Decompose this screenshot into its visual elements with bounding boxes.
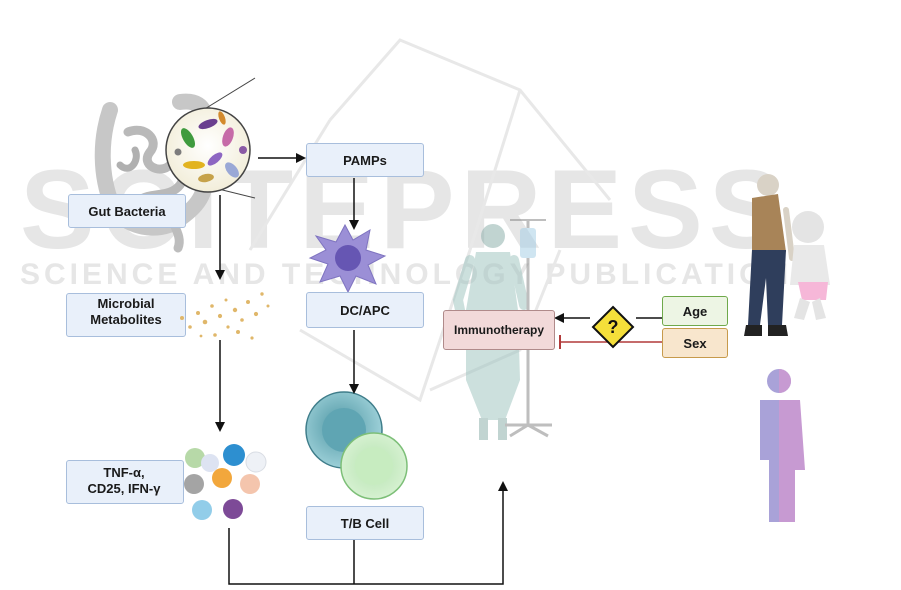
- microbial-metabolites-line1: Microbial: [70, 296, 182, 312]
- gut-bacteria-box: Gut Bacteria: [68, 194, 186, 228]
- age-box: Age: [662, 296, 728, 326]
- microbial-metabolites-line2: Metabolites: [70, 312, 182, 328]
- pamps-box: PAMPs: [306, 143, 424, 177]
- t-b-cell-icon: [306, 392, 407, 499]
- cytokines-label: TNF-α, CD25, IFN-γ: [64, 465, 184, 497]
- immunotherapy-box: Immunotherapy: [443, 310, 555, 350]
- baby-icon: [790, 211, 830, 320]
- connector-lines: [220, 158, 662, 584]
- cytokines-line2: CD25, IFN-γ: [64, 481, 184, 497]
- watermark-book-outline: [250, 40, 610, 400]
- gender-figure-icon: [756, 369, 805, 522]
- dc-apc-box: DC/APC: [306, 292, 424, 328]
- metabolite-particles: [180, 292, 270, 339]
- sex-box: Sex: [662, 328, 728, 358]
- question-mark-label: ?: [603, 315, 623, 339]
- microbial-metabolites-label: Microbial Metabolites: [70, 296, 182, 328]
- cytokines-line1: TNF-α,: [64, 465, 184, 481]
- dendritic-cell-icon: [310, 225, 385, 292]
- elderly-person-icon: [744, 174, 792, 336]
- cytokine-spheres: [184, 444, 266, 520]
- tb-cell-box: T/B Cell: [306, 506, 424, 540]
